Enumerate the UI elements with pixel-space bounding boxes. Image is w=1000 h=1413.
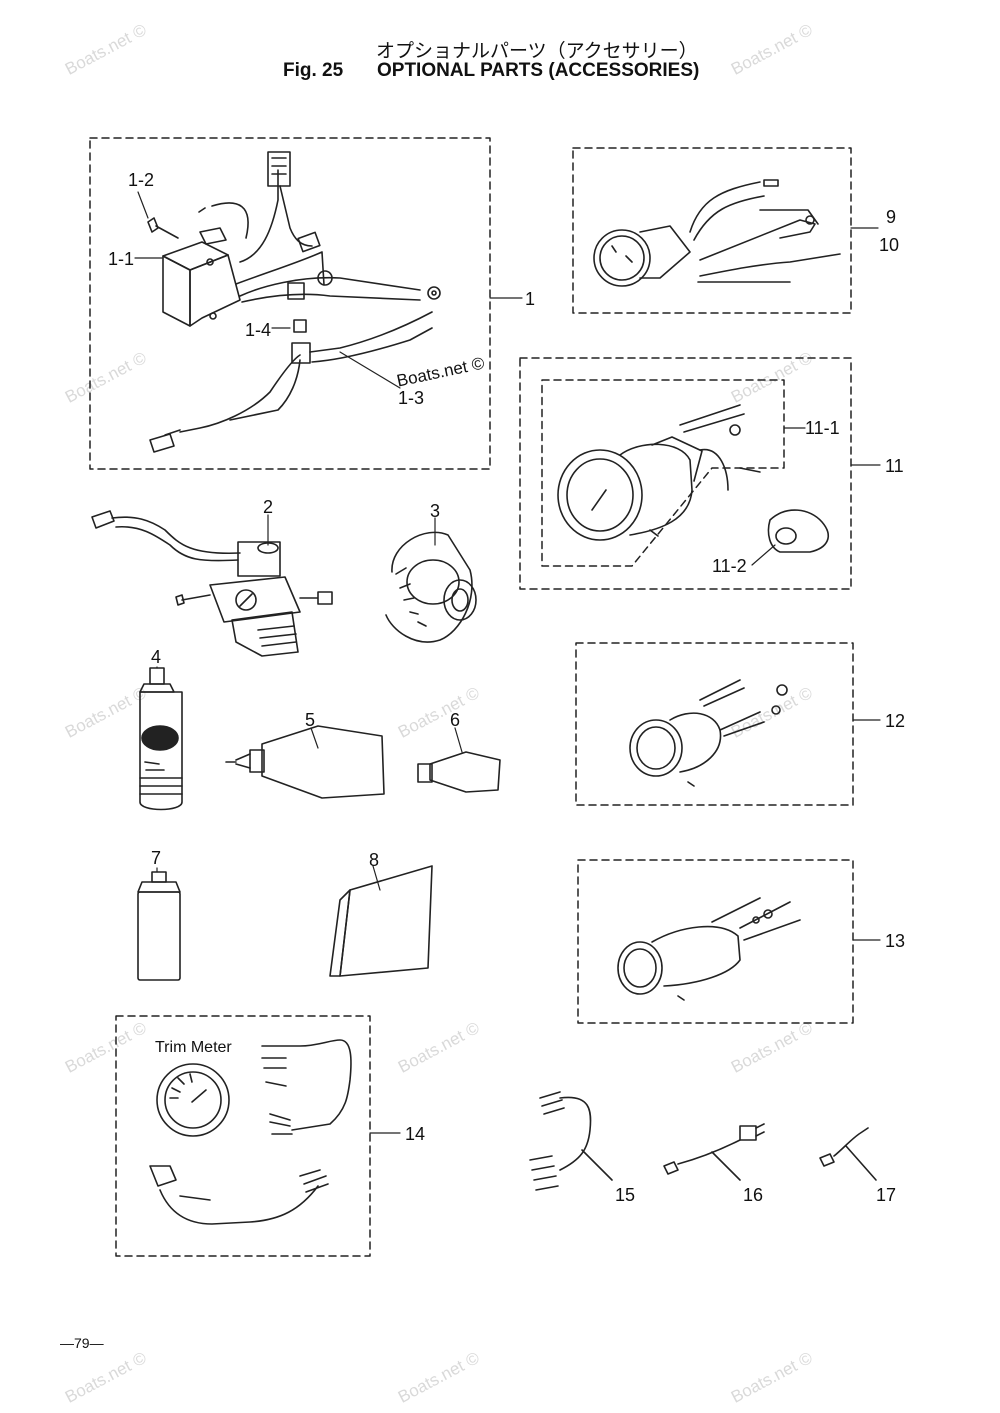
harness-15-illustration xyxy=(529,1091,613,1191)
callout-11: 11 xyxy=(885,456,904,476)
callout-1-2: 1-2 xyxy=(128,170,155,190)
leader-lines xyxy=(134,191,881,1134)
figure-number: Fig. 25 xyxy=(283,60,344,81)
callout-1-1: 1-1 xyxy=(108,249,135,269)
box-part-9 xyxy=(572,147,852,314)
figure-title-japanese: オプショナルパーツ（アクセサリー） xyxy=(376,40,698,62)
callout-9: 9 xyxy=(886,207,897,227)
box-part-11 xyxy=(519,357,852,590)
page-number: —79— xyxy=(60,1335,104,1351)
callout-14: 14 xyxy=(405,1124,426,1144)
callout-11-2: 11-2 xyxy=(712,556,747,576)
callout-7: 7 xyxy=(151,848,162,868)
gauge-part-13-illustration xyxy=(617,897,801,1001)
gauge-part-12-illustration xyxy=(629,679,788,787)
figure-title: OPTIONAL PARTS (ACCESSORIES) xyxy=(377,60,700,81)
trim-meter-illustration xyxy=(156,1063,230,1137)
callout-1: 1 xyxy=(525,289,536,309)
box-part-12 xyxy=(575,642,854,806)
callout-11-1: 11-1 xyxy=(805,418,840,438)
flywheel-cover-illustration xyxy=(385,531,477,643)
gauge-part-9-illustration xyxy=(593,179,841,287)
callout-8: 8 xyxy=(369,850,380,870)
gauge-cover-11-2-illustration xyxy=(767,509,830,553)
trim-sender-illustration xyxy=(149,1039,352,1225)
small-tube-illustration xyxy=(417,751,501,793)
callout-1-3: 1-3 xyxy=(398,388,425,408)
booklet-illustration xyxy=(329,865,433,977)
box-part-11-1 xyxy=(541,379,785,567)
callout-4: 4 xyxy=(151,647,162,667)
callout-17: 17 xyxy=(876,1185,897,1205)
callout-5: 5 xyxy=(305,710,316,730)
callout-16: 16 xyxy=(743,1185,764,1205)
grease-tube-illustration xyxy=(225,725,385,799)
box-part-14 xyxy=(115,1015,371,1257)
rectifier-regulator-illustration xyxy=(147,151,441,453)
callout-6: 6 xyxy=(450,710,461,730)
callout-1-4: 1-4 xyxy=(245,320,272,340)
callout-13: 13 xyxy=(885,931,906,951)
harness-17-illustration xyxy=(819,1127,877,1181)
box-part-1 xyxy=(89,137,491,470)
spray-can-illustration xyxy=(137,871,181,981)
oil-bottle-illustration xyxy=(139,667,183,811)
group-boxes xyxy=(89,137,854,1257)
callout-2: 2 xyxy=(263,497,274,517)
trim-meter-label: Trim Meter xyxy=(155,1039,232,1056)
callout-12: 12 xyxy=(885,711,906,731)
gauge-part-11-illustration xyxy=(557,404,761,541)
callout-3: 3 xyxy=(430,501,441,521)
box-part-13 xyxy=(577,859,854,1024)
harness-16-illustration xyxy=(663,1123,765,1181)
switch-assembly-illustration xyxy=(91,510,333,657)
callout-15: 15 xyxy=(615,1185,636,1205)
callout-10: 10 xyxy=(879,235,900,255)
